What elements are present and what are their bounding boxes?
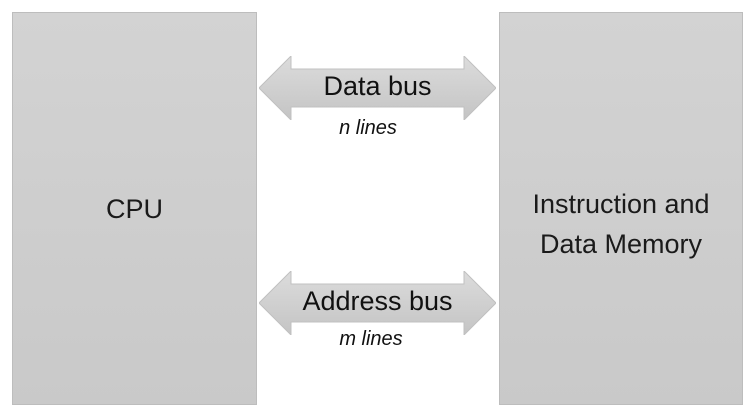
data-bus-lines: n lines xyxy=(339,117,397,139)
address-bus-arrow: Address bus xyxy=(259,271,496,335)
address-bus-label: Address bus xyxy=(302,286,453,316)
cpu-label: CPU xyxy=(105,193,163,224)
data-bus-label: Data bus xyxy=(323,71,432,101)
memory-block: Instruction and Data Memory xyxy=(499,12,743,405)
memory-label: Instruction and Data Memory xyxy=(532,188,710,259)
address-bus-lines: m lines xyxy=(339,328,403,350)
data-bus-arrow: Data bus xyxy=(259,56,496,120)
cpu-block: CPU xyxy=(12,12,257,405)
double-arrow-icon xyxy=(259,271,496,335)
double-arrow-icon xyxy=(259,56,496,120)
